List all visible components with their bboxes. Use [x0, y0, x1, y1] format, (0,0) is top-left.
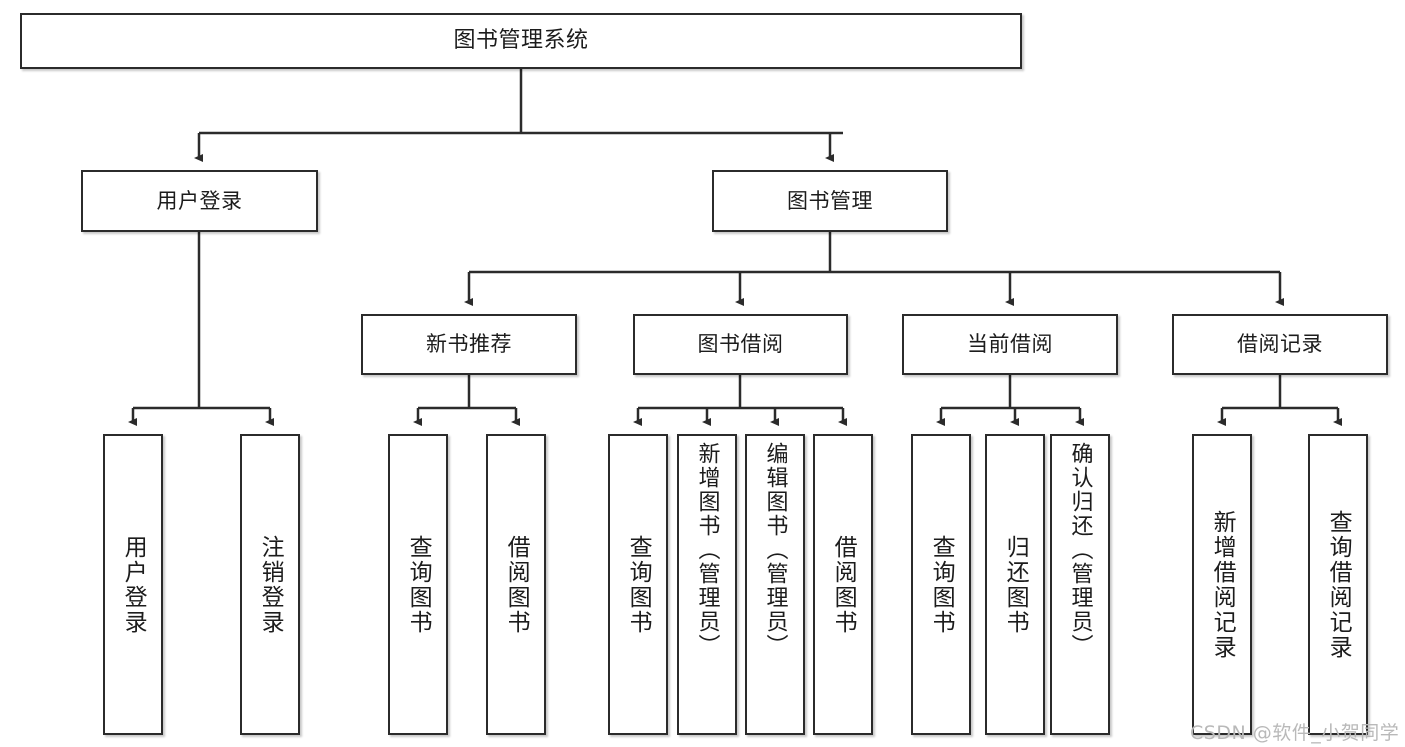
node-leaf-query-book-3-label: 查询图书 [928, 534, 955, 635]
node-leaf-borrow-book-2[interactable]: 借阅图书 [813, 434, 873, 735]
connectors-new-book-recommend-leaves [413, 375, 520, 426]
node-leaf-edit-book-admin[interactable]: 编辑图书（管理员） [745, 434, 805, 735]
node-leaf-add-borrow-record[interactable]: 新增借阅记录 [1192, 434, 1252, 735]
node-leaf-query-book-1[interactable]: 查询图书 [388, 434, 448, 735]
node-leaf-edit-book-admin-label: 编辑图书（管理员） [762, 442, 788, 658]
node-user-login-label: 用户登录 [156, 188, 243, 213]
node-leaf-confirm-return-admin-label: 确认归还（管理员） [1067, 442, 1093, 658]
node-user-login[interactable]: 用户登录 [81, 170, 318, 232]
node-new-book-recommend[interactable]: 新书推荐 [361, 314, 577, 375]
node-current-borrow-label: 当前借阅 [967, 332, 1053, 357]
node-leaf-query-book-2[interactable]: 查询图书 [608, 434, 668, 735]
node-leaf-query-book-2-label: 查询图书 [625, 534, 652, 635]
node-leaf-query-book-3[interactable]: 查询图书 [911, 434, 971, 735]
watermark-text: CSDN @软件_小贺同学 [1190, 722, 1400, 744]
node-book-borrow-label: 图书借阅 [697, 332, 784, 357]
node-book-manage-label: 图书管理 [787, 188, 873, 213]
node-leaf-add-book-admin[interactable]: 新增图书（管理员） [677, 434, 737, 735]
node-leaf-add-borrow-record-label: 新增借阅记录 [1209, 509, 1236, 660]
node-leaf-return-book[interactable]: 归还图书 [985, 434, 1045, 735]
node-leaf-logout-label: 注销登录 [257, 534, 284, 635]
node-borrow-record-label: 借阅记录 [1237, 332, 1323, 357]
node-leaf-user-login[interactable]: 用户登录 [103, 434, 163, 735]
node-leaf-borrow-book-2-label: 借阅图书 [830, 534, 857, 635]
node-book-borrow[interactable]: 图书借阅 [633, 314, 848, 375]
node-book-manage[interactable]: 图书管理 [712, 170, 948, 232]
node-root-label: 图书管理系统 [453, 28, 589, 54]
node-leaf-query-book-1-label: 查询图书 [405, 534, 432, 635]
node-leaf-borrow-book-1-label: 借阅图书 [503, 534, 530, 635]
node-new-book-recommend-label: 新书推荐 [426, 332, 512, 357]
connectors-borrow-record-leaves [1217, 375, 1342, 426]
node-leaf-query-borrow-record-label: 查询借阅记录 [1325, 509, 1352, 660]
node-leaf-confirm-return-admin[interactable]: 确认归还（管理员） [1050, 434, 1110, 735]
watermark: CSDN @软件_小贺同学 [1190, 718, 1399, 745]
node-leaf-borrow-book-1[interactable]: 借阅图书 [486, 434, 546, 735]
node-leaf-add-book-admin-label: 新增图书（管理员） [694, 442, 720, 658]
connectors-book-manage-level3 [464, 232, 1284, 306]
node-borrow-record[interactable]: 借阅记录 [1172, 314, 1388, 375]
node-leaf-return-book-label: 归还图书 [1002, 534, 1029, 635]
node-current-borrow[interactable]: 当前借阅 [902, 314, 1118, 375]
node-root[interactable]: 图书管理系统 [20, 13, 1022, 69]
node-leaf-query-borrow-record[interactable]: 查询借阅记录 [1308, 434, 1368, 735]
node-leaf-user-login-label: 用户登录 [120, 534, 147, 635]
connectors-current-borrow-leaves [936, 375, 1084, 426]
connectors-root-level2 [194, 69, 843, 162]
connectors-book-borrow-leaves [633, 375, 847, 426]
connectors-user-login-leaves [128, 232, 274, 426]
node-leaf-logout[interactable]: 注销登录 [240, 434, 300, 735]
